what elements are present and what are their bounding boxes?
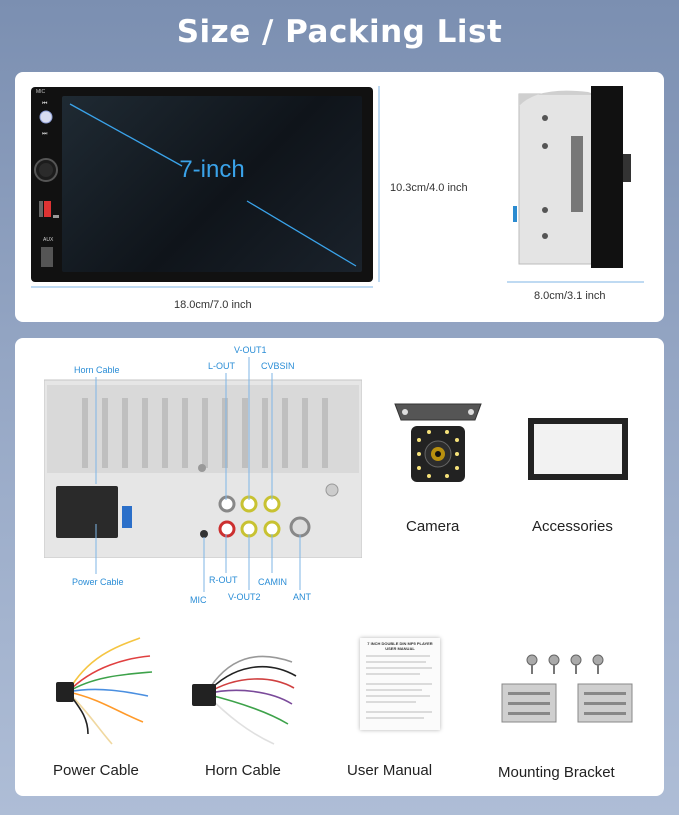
dimension-lines (31, 86, 644, 288)
callout-power-cable: Power Cable (72, 577, 124, 587)
caption-power-cable: Power Cable (53, 762, 139, 779)
accessories-image (528, 418, 628, 480)
page-title: Size / Packing List (176, 14, 503, 50)
aux-label: AUX (43, 237, 54, 243)
mic-label: MIC (36, 89, 46, 95)
horn-cable-image (192, 655, 297, 745)
callout-horn-cable: Horn Cable (74, 365, 120, 375)
callout-cvbsin: CVBSIN (261, 361, 295, 371)
callout-r-out: R-OUT (209, 575, 238, 585)
user-manual-image: 7 INCH DOUBLE DIN MP5 PLAYER USER MANUAL (360, 638, 440, 730)
screen: 7-inch (62, 96, 362, 272)
callout-v-out2: V-OUT2 (228, 592, 261, 602)
screen-size-label: 7-inch (179, 156, 245, 183)
caption-horn-cable: Horn Cable (205, 762, 281, 779)
stereo-rear-view (44, 379, 362, 558)
svg-text:⏭: ⏭ (42, 130, 48, 137)
depth-dimension: 8.0cm/3.1 inch (534, 290, 606, 302)
svg-text:⏮: ⏮ (42, 100, 48, 107)
callout-ant: ANT (293, 592, 311, 602)
caption-user-manual: User Manual (347, 762, 433, 779)
caption-accessories: Accessories (532, 518, 613, 535)
callout-lines (95, 357, 301, 592)
caption-mounting-bracket: Mounting Bracket (498, 764, 615, 781)
width-dimension: 18.0cm/7.0 inch (174, 299, 252, 311)
callout-mic: MIC (190, 595, 207, 605)
callout-v-out1: V-OUT1 (234, 345, 267, 355)
caption-camera: Camera (406, 518, 460, 535)
camera-image (394, 403, 482, 482)
manual-title: 7 INCH DOUBLE DIN MP5 PLAYER USER MANUAL (367, 641, 433, 651)
mounting-bracket-image (501, 654, 633, 723)
power-cable-image (56, 637, 153, 745)
callout-l-out: L-OUT (208, 361, 235, 371)
stereo-side-view (513, 86, 631, 268)
height-dimension: 10.3cm/4.0 inch (390, 182, 468, 194)
callout-camin: CAMIN (258, 577, 287, 587)
front-controls: ⏮ ⏭ (34, 100, 59, 267)
